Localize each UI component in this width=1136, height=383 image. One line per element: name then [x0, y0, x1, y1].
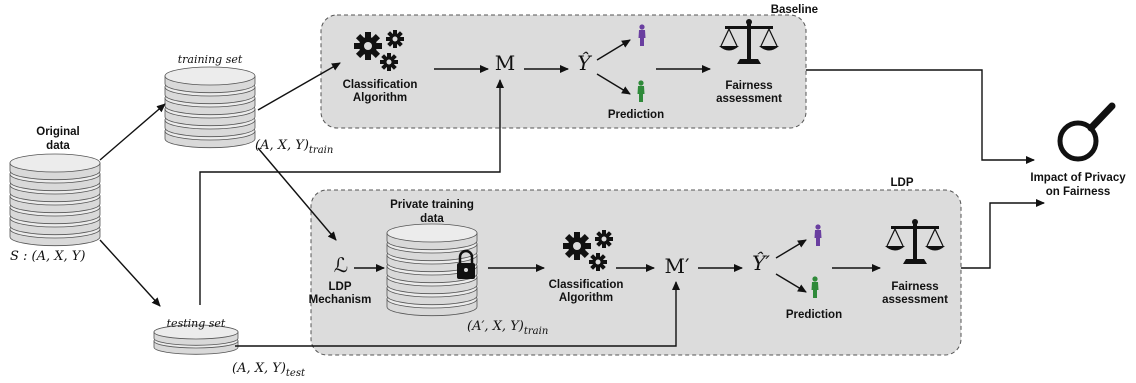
baseline-fairness-line2: assessment: [716, 93, 782, 105]
baseline-title: Baseline: [771, 4, 818, 16]
original-data-label-line2: data: [46, 140, 70, 152]
ldp-title: LDP: [891, 177, 914, 189]
private-disk-top: [386, 223, 478, 243]
ldp-classification-line1: Classification: [549, 279, 624, 291]
train-tuple-label: (A, X, Y)train: [255, 138, 333, 156]
original-disk-top: [9, 153, 101, 173]
original-data-disk-stack: [9, 153, 101, 247]
baseline-fairness-line1: Fairness: [725, 80, 772, 92]
ldp-prediction-label: Prediction: [786, 309, 842, 321]
y-hat-symbol: Ŷ: [577, 51, 592, 75]
private-training-line2: data: [420, 213, 444, 225]
ldp-mechanism-symbol: ℒ: [334, 253, 348, 277]
ldp-fairness-line2: assessment: [882, 294, 948, 306]
baseline-classification-line1: Classification: [343, 79, 418, 91]
testing-set-label: testing set: [167, 317, 226, 330]
gear-icon-ldp-small-top: [595, 230, 613, 248]
ldp-fairness-line1: Fairness: [891, 281, 938, 293]
training-set-label: training set: [178, 53, 243, 66]
baseline-prediction-label: Prediction: [608, 109, 664, 121]
original-data-label-line1: Original: [36, 126, 79, 138]
training-set-disk-stack: [164, 66, 256, 149]
testing-disk-top: [153, 324, 239, 340]
gear-icon-small-bottom: [380, 53, 398, 71]
baseline-classification-line2: Algorithm: [353, 92, 407, 104]
magnifier-icon: [1057, 102, 1116, 162]
gear-icon: [354, 32, 382, 60]
lock-icon: [457, 249, 475, 279]
gear-icon-small-top: [386, 30, 404, 48]
test-tuple-label: (A, X, Y)test: [232, 361, 306, 379]
testing-set-disk-stack: [153, 324, 239, 355]
training-disk-top: [164, 66, 256, 86]
model-m-prime-symbol: M′: [664, 254, 689, 278]
private-data-disk-stack: [386, 223, 478, 317]
private-tuple-label: (A′, X, Y)train: [467, 319, 548, 337]
gear-icon-ldp-small-bottom: [589, 253, 607, 271]
impact-line2: on Fairness: [1046, 186, 1111, 198]
ldp-classification-line2: Algorithm: [559, 292, 613, 304]
private-training-line1: Private training: [390, 199, 474, 211]
impact-line1: Impact of Privacy: [1030, 172, 1126, 184]
ldp-mechanism-line2: Mechanism: [309, 294, 372, 306]
y-hat-prime-symbol: Ŷ′: [752, 251, 770, 275]
connector-arrows: [99, 39, 1045, 347]
ldp-mechanism-line1: LDP: [329, 281, 352, 293]
original-set-label: S : (A, X, Y): [10, 249, 85, 264]
gear-icon-ldp: [563, 232, 591, 260]
model-m-symbol: M: [495, 51, 515, 75]
